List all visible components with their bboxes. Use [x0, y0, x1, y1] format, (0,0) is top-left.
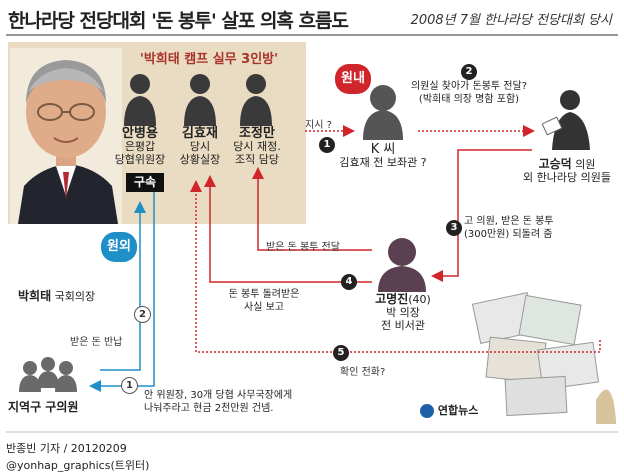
step4-report-label: 돈 봉투 돌려받은 사실 보고: [216, 288, 312, 314]
member-role: 당시: [189, 140, 211, 153]
outside-step2-number: 2: [134, 306, 151, 323]
envelope-illustration: [471, 292, 616, 424]
k-name: K 씨: [370, 142, 396, 157]
outside-step1-line1: 안 위원장, 30개 당협 사무국장에게: [144, 390, 293, 401]
arrow-check-call: [190, 180, 601, 353]
reporter-credit: 반종빈 기자 / 20120209: [6, 442, 127, 455]
step4-pass-label: 받은 돈 봉투 전달: [266, 242, 340, 253]
arrow-report: [204, 175, 372, 283]
date-caption: 2008년 7월 한나라당 전당대회 당시: [410, 13, 612, 28]
yonhap-logo: 연합뉴스: [420, 402, 478, 418]
step3-line2: (300만원) 되돌려 줌: [464, 229, 553, 240]
member-jo: 조정만 당시 재정. 조직 담당: [226, 127, 288, 166]
step4-line2: 사실 보고: [244, 302, 284, 313]
member-role: 조직 담당: [235, 153, 279, 166]
gomj-label: 고명진(40) 박 의장 전 비서관: [362, 292, 444, 333]
gomj-age: (40): [408, 293, 431, 306]
park-label: 박희태 국회의장: [18, 289, 95, 304]
local-label: 지역구 구의원: [8, 400, 79, 414]
step5-number: 5: [333, 345, 349, 361]
park-title: 국회의장: [54, 290, 96, 303]
page-title: 한나라당 전당대회 '돈 봉투' 살포 의혹 흐름도: [8, 10, 349, 32]
step4-number: 4: [341, 274, 357, 290]
step2-number: 2: [461, 64, 477, 80]
arrow-refund: [100, 201, 146, 371]
member-name: 김효재: [182, 126, 218, 141]
ko-desc: 외 한나라당 의원들: [523, 171, 611, 184]
member-role: 당협위원장: [114, 153, 166, 166]
step3-line1: 고 의원, 받은 돈 봉투: [464, 216, 554, 227]
step3-number: 3: [446, 220, 462, 236]
logo-text: 연합뉴스: [437, 404, 479, 417]
camp-member-figures: [124, 74, 272, 126]
k-desc: 김효재 전 보좌관 ?: [339, 156, 427, 169]
member-role: 당시 재정.: [233, 140, 281, 153]
ko-label: 고승덕 의원 외 한나라당 의원들: [516, 157, 618, 185]
title-divider: [6, 34, 618, 36]
member-ahn: 안병용 은평갑 당협위원장: [108, 127, 172, 166]
park-name: 박희태: [18, 289, 52, 303]
member-role: 은평갑: [124, 140, 156, 153]
step4-line1: 돈 봉투 돌려받은: [228, 289, 300, 300]
arrow-return: [431, 149, 532, 282]
ko-name: 고승덕: [538, 157, 572, 171]
gomj-figure: [378, 238, 426, 292]
member-kim: 김효재 당시 상황실장: [174, 127, 226, 166]
step5-label: 확인 전화?: [340, 367, 386, 378]
member-role: 상황실장: [179, 153, 221, 166]
k-figure: [363, 85, 403, 140]
park-portrait: [10, 48, 122, 224]
step3-label: 고 의원, 받은 돈 봉투 (300만원) 되돌려 줌: [464, 215, 554, 241]
step1-label: 지시 ?: [305, 120, 332, 131]
outside-step2-label: 받은 돈 반납: [70, 337, 123, 348]
camp-title: '박희태 캠프 실무 3인방': [139, 52, 279, 67]
local-figures: [19, 357, 77, 392]
step2-line1: 의원실 찾아가 돈봉투 전달?: [410, 81, 528, 92]
yonhap-logo-icon: [420, 404, 434, 418]
inside-tag: 원내: [335, 64, 371, 94]
ko-title: 의원: [575, 158, 596, 171]
outside-tag: 원외: [101, 232, 137, 262]
outside-step1-number: 1: [121, 377, 138, 394]
member-name: 조정만: [239, 126, 275, 141]
arrow-pass-to-jo: [252, 167, 372, 251]
gomj-name: 고명진: [375, 292, 409, 306]
k-label: K 씨 김효재 전 보좌관 ?: [333, 143, 433, 169]
step2-line2: (박희태 의장 명함 포함): [418, 94, 520, 105]
gomj-desc: 박 의장: [386, 306, 420, 319]
outside-step1-line2: 나눠주라고 현금 2천만원 건넴.: [144, 403, 274, 414]
member-name: 안병용: [122, 126, 158, 141]
outside-step1-label: 안 위원장, 30개 당협 사무국장에게 나눠주라고 현금 2천만원 건넴.: [144, 389, 292, 415]
gomj-desc: 전 비서관: [381, 319, 425, 332]
arrested-badge: 구속: [126, 173, 164, 192]
arrow-cash-handout: [89, 190, 155, 392]
step1-number: 1: [319, 137, 335, 153]
step2-label: 의원실 찾아가 돈봉투 전달? (박희태 의장 명함 포함): [394, 80, 544, 106]
twitter-handle: @yonhap_graphics(트위터): [6, 459, 150, 472]
ko-figure: [541, 90, 590, 150]
